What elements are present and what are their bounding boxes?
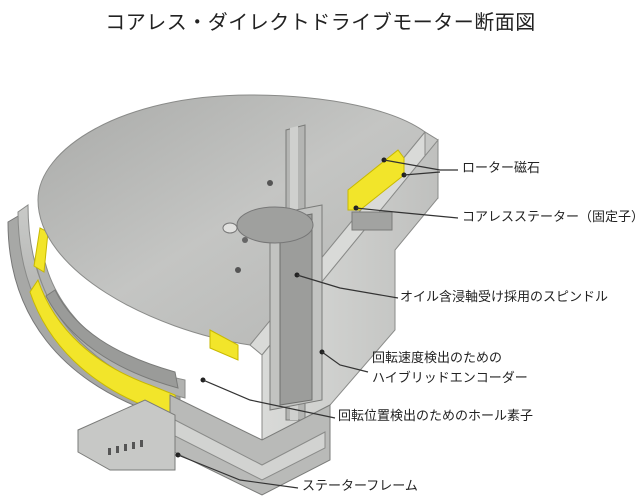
label-encoder-line2: ハイブリッドエンコーダー	[372, 371, 528, 386]
platter-hole-1	[267, 180, 273, 186]
leader-lines	[177, 159, 459, 489]
label-encoder: 回転速度検出のための ハイブリッドエンコーダー	[372, 349, 528, 389]
diagram-title: コアレス・ダイレクトドライブモーター断面図	[105, 10, 536, 34]
label-rotor-magnet: ローター磁石	[462, 161, 541, 176]
pcb-pins	[108, 440, 143, 455]
rotor-magnet-section-lower	[209, 329, 239, 361]
label-stator-frame: ステーターフレーム	[302, 479, 418, 494]
label-coreless-stator: コアレスステーター（固定子）	[462, 210, 641, 225]
label-encoder-line1: 回転速度検出のための	[372, 351, 503, 366]
pcb-plate	[77, 399, 176, 471]
platter-hole-3	[242, 237, 248, 243]
hub-disk	[236, 206, 314, 244]
platter-hole-2	[235, 267, 241, 273]
label-spindle: オイル含浸軸受け採用のスピンドル	[400, 290, 609, 305]
inner-gray-band	[45, 289, 179, 389]
platter-top-surface	[37, 94, 426, 346]
coreless-stator-section	[351, 211, 393, 231]
hub-screw	[222, 222, 238, 234]
label-hall-element: 回転位置検出のためのホール素子	[338, 409, 534, 424]
